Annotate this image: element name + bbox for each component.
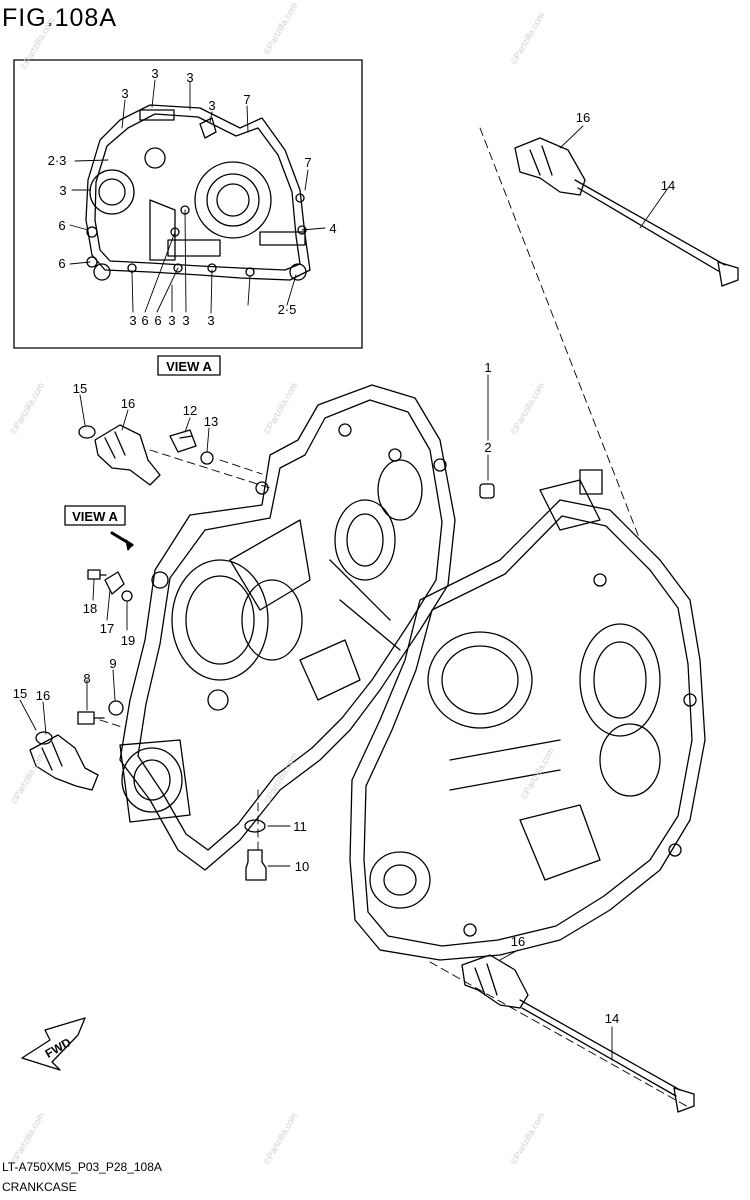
callout-inset-6: 6: [58, 256, 65, 271]
view-a-box: [157, 355, 221, 376]
callout-inset-7: 7: [243, 92, 250, 107]
callout-inset-3: 3: [59, 183, 66, 198]
callout-inset-6: 6: [58, 218, 65, 233]
oil-pump-gear-16-upper: [94, 424, 161, 486]
watermark: ©Partzilla.com: [19, 16, 57, 71]
right-crankcase-half: [349, 469, 706, 961]
view-a-box-label: VIEW A: [166, 359, 212, 374]
callout-inset-3: 3: [207, 313, 214, 328]
callout-13: 13: [204, 414, 218, 429]
inset-frame: [13, 59, 363, 349]
watermark: ©Partzilla.com: [509, 381, 547, 436]
view-a-arrow-label: VIEW A: [72, 509, 118, 524]
washer-13: [200, 451, 214, 465]
watermarks: ©Partzilla.com ©Partzilla.com ©Partzilla…: [9, 1, 557, 1166]
watermark: ©Partzilla.com: [262, 381, 300, 436]
watermark: ©Partzilla.com: [262, 1, 300, 56]
callout-16: 16: [36, 688, 50, 703]
callout-2: 2: [484, 440, 491, 455]
fwd-arrow: [21, 1017, 86, 1071]
bolt-18: [87, 569, 107, 580]
oil-filter-16-lower: [461, 954, 529, 1009]
callout-inset-3: 3: [129, 313, 136, 328]
callout-inset-6: 6: [154, 313, 161, 328]
callout-1: 1: [484, 360, 491, 375]
watermark: ©Partzilla.com: [519, 746, 557, 801]
callout-18: 18: [83, 601, 97, 616]
gasket-11: [244, 819, 266, 833]
callout-17: 17: [100, 621, 114, 636]
callout-inset-2-3: 2·3: [48, 153, 67, 168]
callout-inset-3: 3: [168, 313, 175, 328]
watermark: ©Partzilla.com: [509, 11, 547, 66]
watermark: ©Partzilla.com: [9, 381, 47, 436]
figure-title: FIG.108A: [2, 4, 117, 32]
left-crankcase-half: [119, 384, 456, 871]
callout-15: 15: [13, 686, 27, 701]
alignment-lines: [99, 127, 691, 1109]
watermark: ©Partzilla.com: [9, 751, 47, 806]
callout-inset-4: 4: [329, 221, 336, 236]
drain-plug-10: [245, 849, 267, 881]
callout-16: 16: [576, 110, 590, 125]
callout-inset-3: 3: [182, 313, 189, 328]
callout-16: 16: [511, 934, 525, 949]
callout-inset-3: 3: [186, 70, 193, 85]
gasket-9: [108, 700, 124, 716]
callout-19: 19: [121, 633, 135, 648]
figure-code: LT-A750XM5_P03_P28_108A: [2, 1160, 162, 1174]
figure-name: CRANKCASE: [2, 1180, 77, 1194]
callout-14: 14: [661, 178, 675, 193]
callout-16: 16: [121, 396, 135, 411]
pipe-12: [169, 429, 197, 453]
watermark: ©Partzilla.com: [509, 1111, 547, 1166]
bracket-17: [104, 571, 125, 595]
callout-10: 10: [295, 859, 309, 874]
oil-seal-15-upper: [78, 425, 96, 439]
fwd-label: FWD: [43, 1035, 74, 1061]
callout-inset-6: 6: [141, 313, 148, 328]
callout-inset-2-5: 2·5: [278, 302, 297, 317]
oil-filter-16-upper: [514, 137, 586, 196]
bolt-8: [77, 711, 105, 725]
callout-11: 11: [293, 819, 307, 834]
callout-inset-3: 3: [121, 86, 128, 101]
callout-inset-3: 3: [208, 98, 215, 113]
washer-19: [121, 590, 133, 602]
oil-pump-gear-16-lower: [29, 734, 99, 791]
watermark: ©Partzilla.com: [262, 751, 300, 806]
watermark: ©Partzilla.com: [9, 1111, 47, 1166]
callout-8: 8: [83, 671, 90, 686]
view-a-arrow-box: [64, 505, 126, 526]
callout-inset-3: 3: [151, 66, 158, 81]
bolt-14-lower: [519, 999, 695, 1113]
bolt-14-upper: [574, 179, 739, 287]
dowel-pin: [479, 483, 495, 499]
callout-12: 12: [183, 403, 197, 418]
inset-crankcase: [85, 104, 311, 281]
callout-9: 9: [109, 656, 116, 671]
watermark: ©Partzilla.com: [262, 1111, 300, 1166]
callout-inset-7: 7: [304, 155, 311, 170]
callout-15: 15: [73, 381, 87, 396]
callout-14: 14: [605, 1011, 619, 1026]
